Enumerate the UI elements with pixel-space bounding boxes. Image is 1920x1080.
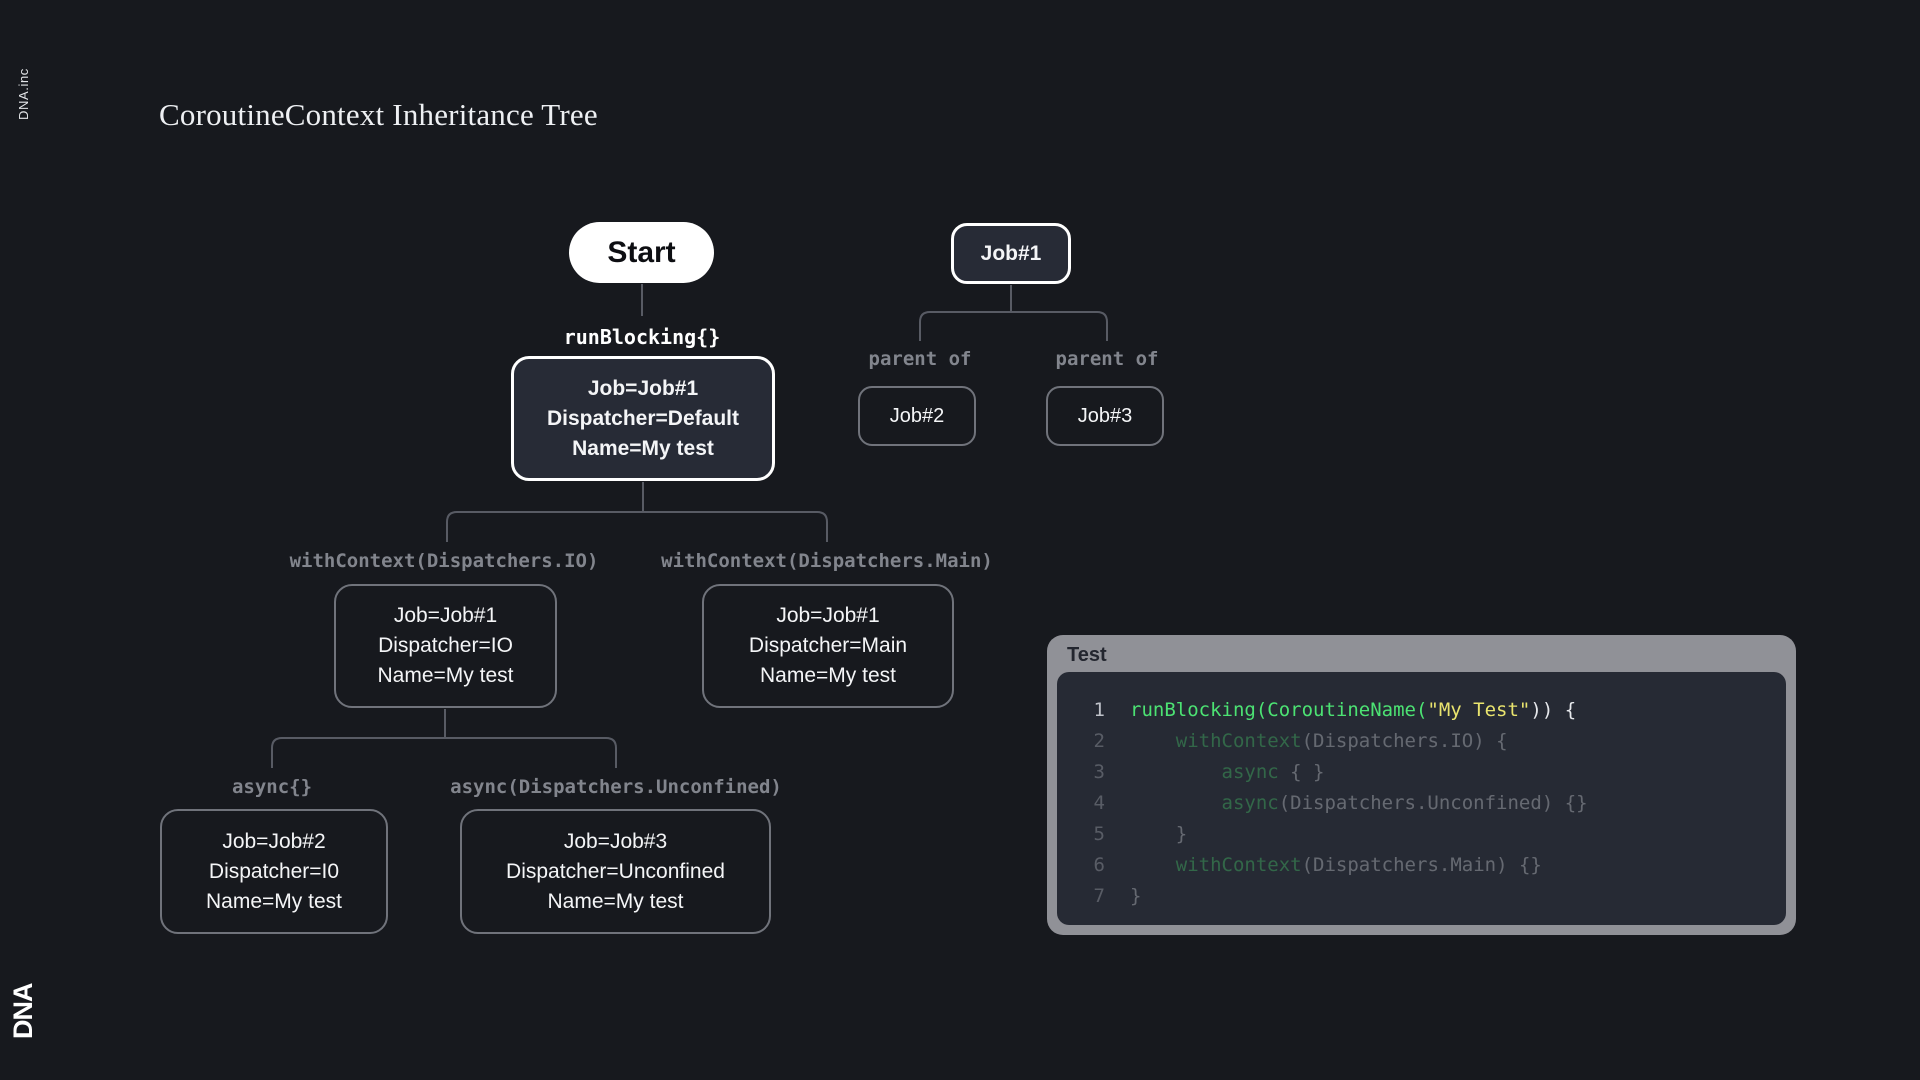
code-text: withContext(Dispatchers.IO) { [1175,729,1508,752]
line-number: 7 [1093,884,1105,907]
code-line-4: 4 async(Dispatchers.Unconfined) {} [1057,787,1786,818]
code-text: async { } [1221,760,1325,783]
connector-io-branch [271,737,617,768]
connector-job1-branch [919,311,1108,341]
edge-label-withcontext-main: withContext(Dispatchers.Main) [661,550,993,572]
code-text: } [1130,822,1188,845]
context-line-job: Job=Job#1 [776,604,880,627]
line-number: 5 [1093,822,1105,845]
job-tree-child-job2: Job#2 [858,386,976,446]
edge-label-withcontext-io: withContext(Dispatchers.IO) [289,550,599,572]
job-tree-root-label: Job#1 [980,241,1042,265]
line-number: 6 [1093,853,1105,876]
context-line-name: Name=My test [572,436,714,460]
edge-label-parent-of-right: parent of [1055,348,1159,370]
job-tree-root: Job#1 [951,223,1071,284]
brand-vertical-text: DNA.inc [16,68,31,120]
context-box-main: Job=Job#1 Dispatcher=Main Name=My test [702,584,954,708]
code-line-3: 3 async { } [1057,756,1786,787]
context-line-name: Name=My test [547,889,684,913]
context-line-name: Name=My test [206,889,342,913]
job-tree-child-label: Job#2 [889,405,945,427]
connector-root-branch [446,511,828,542]
code-lines: 1 runBlocking(CoroutineName("My Test")) {… [1057,694,1786,911]
code-line-2: 2 withContext(Dispatchers.IO) { [1057,725,1786,756]
start-node-label: Start [607,235,676,269]
edge-label-async: async{} [231,776,313,798]
context-line-dispatcher: Dispatcher=Main [748,634,908,657]
code-panel-title: Test [1067,644,1107,666]
job-tree-child-label: Job#3 [1077,405,1133,427]
line-number: 3 [1093,760,1105,783]
code-line-1: 1 runBlocking(CoroutineName("My Test")) { [1057,694,1786,725]
context-box-io: Job=Job#1 Dispatcher=IO Name=My test [334,584,557,708]
context-box-job3: Job=Job#3 Dispatcher=Unconfined Name=My … [460,809,771,934]
code-panel: Test 1 runBlocking(CoroutineName("My Test… [1047,635,1796,935]
context-line-job: Job=Job#1 [393,604,498,627]
context-line-dispatcher: Dispatcher=I0 [208,859,340,883]
code-text: runBlocking(CoroutineName("My Test")) { [1130,698,1577,721]
context-line-job: Job=Job#1 [587,376,699,400]
context-line-job: Job=Job#3 [563,829,668,853]
context-line-dispatcher: Dispatcher=Default [547,406,739,430]
edge-label-runblocking: runBlocking{} [563,325,721,349]
context-line-name: Name=My test [760,664,896,687]
line-number: 4 [1093,791,1105,814]
code-text: withContext(Dispatchers.Main) {} [1175,853,1542,876]
code-line-6: 6 withContext(Dispatchers.Main) {} [1057,849,1786,880]
code-text: } [1130,884,1142,907]
code-line-5: 5 } [1057,818,1786,849]
context-box-root: Job=Job#1 Dispatcher=Default Name=My tes… [511,356,775,481]
edge-label-parent-of-left: parent of [868,348,972,370]
context-line-job: Job=Job#2 [222,829,326,853]
page-title: CoroutineContext Inheritance Tree [159,97,598,132]
context-line-name: Name=My test [377,664,514,687]
code-line-7: 7} [1057,880,1786,911]
line-number: 1 [1093,698,1105,721]
context-line-dispatcher: Dispatcher=Unconfined [506,859,725,883]
edge-label-async-unconfined: async(Dispatchers.Unconfined) [450,776,782,798]
code-text: async(Dispatchers.Unconfined) {} [1221,791,1588,814]
dna-logo: DNA [8,983,38,1040]
start-node: Start [569,222,714,283]
job-tree-child-job3: Job#3 [1046,386,1164,446]
code-editor: 1 runBlocking(CoroutineName("My Test")) {… [1057,672,1786,925]
context-box-job2: Job=Job#2 Dispatcher=I0 Name=My test [160,809,388,934]
context-line-dispatcher: Dispatcher=IO [378,634,513,657]
line-number: 2 [1093,729,1105,752]
